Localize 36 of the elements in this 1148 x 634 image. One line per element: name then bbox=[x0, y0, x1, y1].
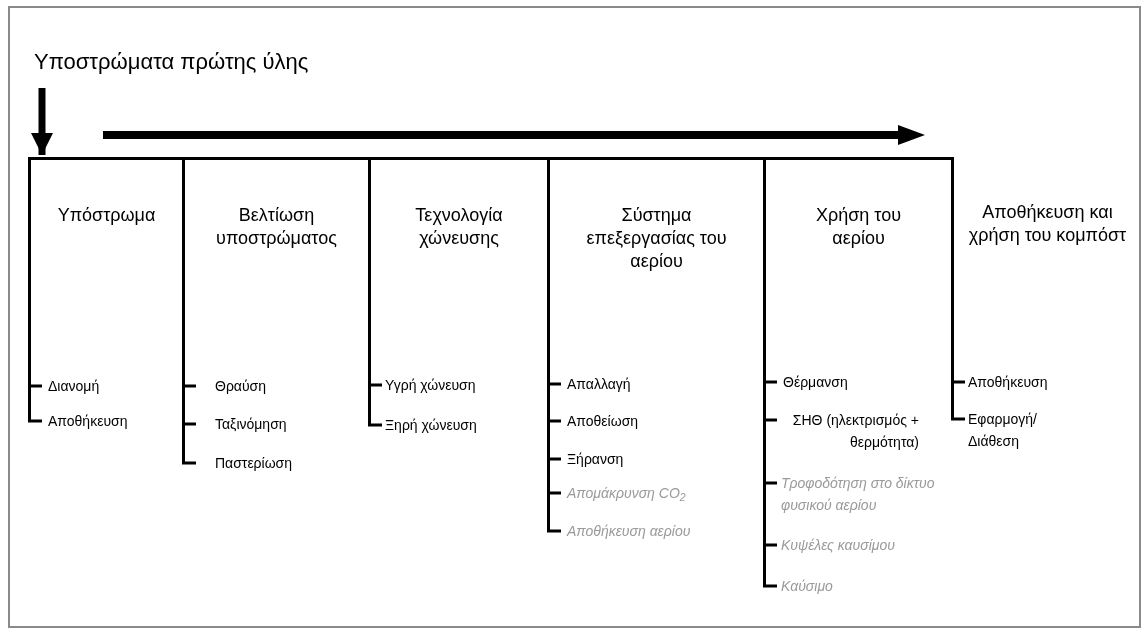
title-text: Υποστρώματα πρώτης ύλης bbox=[34, 48, 334, 76]
stage-column bbox=[547, 157, 763, 307]
stage-heading: Χρήση του αερίου bbox=[814, 204, 903, 250]
step-item: Αποθήκευση αερίου bbox=[561, 520, 761, 542]
step-item: Αποθήκευση bbox=[965, 371, 1135, 393]
stage-heading: Τεχνολογία χώνευσης bbox=[414, 204, 504, 250]
step-item: Υγρή χώνευση bbox=[382, 374, 542, 396]
step-item: Θραύση bbox=[196, 375, 356, 397]
step-item: Αποθήκευση bbox=[42, 410, 180, 432]
stage-heading: Σύστημα επεξεργασίας του αερίου bbox=[585, 204, 728, 273]
stage-column bbox=[763, 157, 951, 307]
step-item: Απαλλαγή bbox=[561, 373, 751, 395]
step-item: ΣΗΘ (ηλεκτρισμός + θερμότητα) bbox=[777, 409, 919, 453]
step-item: Κυψέλες καυσίμου bbox=[777, 534, 957, 556]
stage-column bbox=[368, 157, 547, 307]
stage-heading: Υπόστρωμα bbox=[57, 204, 156, 227]
step-item: Εφαρμογή/ Διάθεση bbox=[965, 408, 1085, 452]
step-item: Τροφοδότηση στο δίκτυο φυσικού αερίου bbox=[777, 472, 957, 516]
branch-line bbox=[951, 307, 965, 421]
step-item: Διανομή bbox=[42, 375, 162, 397]
stage-column bbox=[28, 157, 182, 307]
stage-column bbox=[182, 157, 368, 307]
step-item: Ταξινόμηση bbox=[196, 413, 356, 435]
step-item: Αποθείωση bbox=[561, 410, 751, 432]
stage-heading: Αποθήκευση και χρήση του κομπόστ bbox=[967, 201, 1128, 247]
step-item: Καύσιμο bbox=[777, 575, 957, 597]
branch-line bbox=[182, 307, 196, 465]
branch-line bbox=[368, 307, 382, 427]
branch-line bbox=[28, 307, 42, 423]
step-item: Απομάκρυνση CO$_{2}$ bbox=[561, 482, 761, 504]
stage-heading: Βελτίωση υποστρώματος bbox=[215, 204, 338, 250]
branch-line bbox=[547, 307, 561, 533]
step-item: Ξήρανση bbox=[561, 448, 751, 470]
step-item: Θέρμανση bbox=[777, 371, 947, 393]
step-item: Παστερίωση bbox=[196, 452, 356, 474]
step-item: Ξηρή χώνευση bbox=[382, 414, 542, 436]
